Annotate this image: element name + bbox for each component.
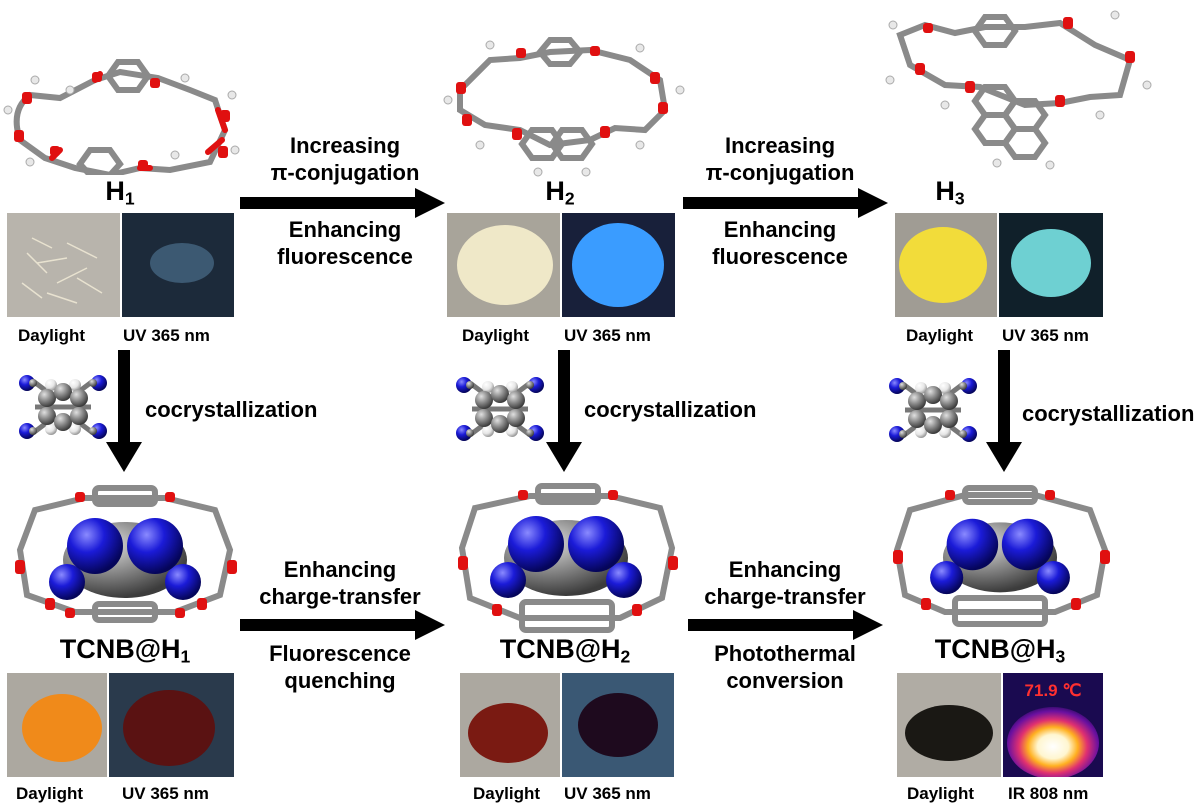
- bottom-arrow-2: [688, 610, 883, 640]
- host-h1-molecule: [3, 59, 240, 175]
- caption-h2-daylight: Daylight: [462, 326, 530, 345]
- cocrystallization-label-3: cocrystallization: [1022, 401, 1195, 426]
- host-h2-molecule: [443, 37, 685, 177]
- caption-h3-uv: UV 365 nm: [1002, 326, 1089, 345]
- caption-h2-uv: UV 365 nm: [564, 326, 651, 345]
- caption-tcnb-h1-daylight: Daylight: [16, 784, 84, 803]
- complex-label-h2: TCNB@H2: [499, 634, 631, 667]
- complex-label-h1: TCNB@H1: [59, 634, 191, 667]
- caption-h3-daylight: Daylight: [906, 326, 974, 345]
- tcnb-molecule-1: [18, 372, 108, 442]
- caption-tcnb-h2-daylight: Daylight: [473, 784, 541, 803]
- caption-tcnb-h3-daylight: Daylight: [907, 784, 975, 803]
- tcnb-molecule-2: [455, 374, 545, 444]
- host-label-h2: H2: [545, 176, 575, 209]
- photo-tcnb-h1-daylight: [7, 673, 107, 777]
- cocrystallization-label-2: cocrystallization: [584, 397, 757, 422]
- photo-tcnb-h2-uv: [562, 673, 674, 777]
- caption-tcnb-h3-ir: IR 808 nm: [1008, 784, 1089, 803]
- photo-h1-uv: [122, 213, 234, 317]
- down-arrow-2: [546, 350, 582, 472]
- down-arrow-3: [986, 350, 1022, 472]
- photo-h3-daylight: [895, 213, 997, 317]
- complex-tcnb-h1-molecule: [15, 485, 237, 623]
- photo-tcnb-h1-uv: [109, 673, 234, 777]
- photo-h3-uv: [999, 213, 1103, 317]
- top-arrow-2: [683, 188, 888, 218]
- caption-tcnb-h1-uv: UV 365 nm: [122, 784, 209, 803]
- complex-tcnb-h3-molecule: [893, 485, 1110, 627]
- photo-h2-daylight: [447, 213, 560, 317]
- caption-h1-uv: UV 365 nm: [123, 326, 210, 345]
- caption-tcnb-h2-uv: UV 365 nm: [564, 784, 651, 803]
- photo-h1-daylight: [7, 213, 120, 317]
- photo-tcnb-h3-ir: 71.9 ℃: [1003, 673, 1103, 777]
- tcnb-molecule-3: [888, 375, 978, 445]
- thermal-reading: 71.9 ℃: [1024, 681, 1082, 700]
- complex-label-h3: TCNB@H3: [934, 634, 1066, 667]
- photo-h2-uv: [562, 213, 675, 317]
- cocrystallization-label-1: cocrystallization: [145, 397, 318, 422]
- photo-tcnb-h3-daylight: [897, 673, 1001, 777]
- host-label-h1: H1: [105, 176, 135, 209]
- complex-tcnb-h2-molecule: [458, 483, 678, 633]
- top-arrow-1: [240, 188, 445, 218]
- down-arrow-1: [106, 350, 142, 472]
- caption-h1-daylight: Daylight: [18, 326, 86, 345]
- host-label-h3: H3: [935, 176, 965, 209]
- bottom-arrow-1: [240, 610, 445, 640]
- host-h3-molecule: [885, 10, 1152, 170]
- photo-tcnb-h2-daylight: [460, 673, 560, 777]
